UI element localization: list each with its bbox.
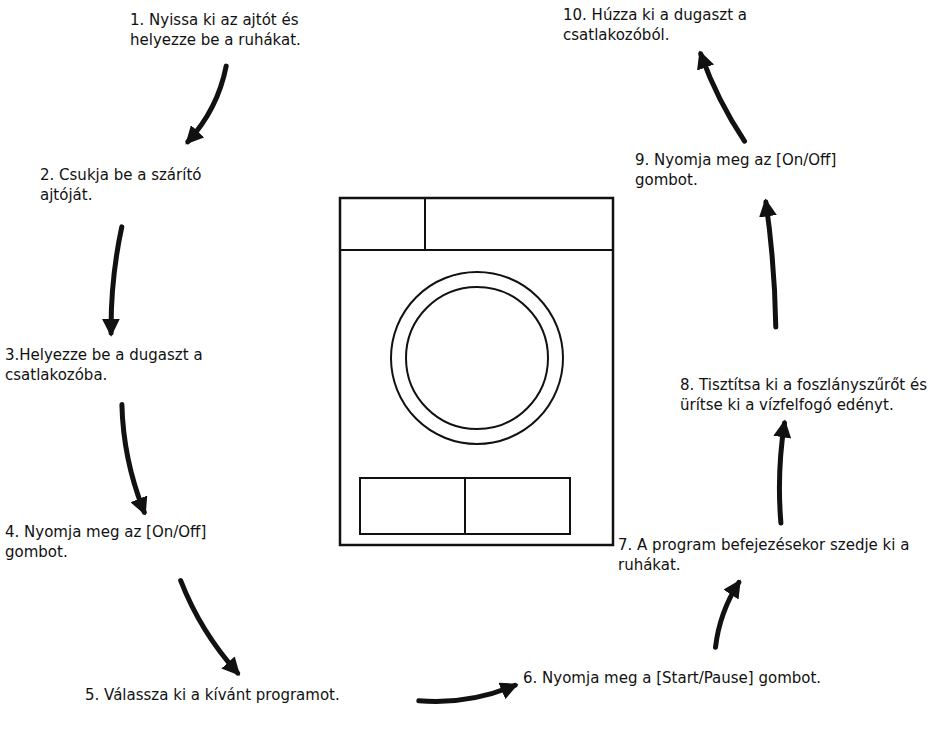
step-node: 10. Húzza ki a dugaszt a csatlakozóból. — [563, 5, 785, 45]
step-text: 10. Húzza ki a dugaszt a csatlakozóból. — [563, 5, 785, 45]
step-text: 4. Nyomja meg az [On/Off] gombot. — [5, 522, 233, 562]
bottom-panel-divider — [464, 478, 466, 534]
bottom-panel — [360, 478, 570, 534]
step-text: 6. Nyomja meg a [Start/Pause] gombot. — [523, 668, 893, 688]
dryer-body — [340, 198, 613, 545]
step-node: 3.Helyezze be a dugaszt a csatlakozóba. — [5, 345, 203, 385]
flow-arrow — [111, 227, 122, 333]
step-text: 8. Tisztítsa ki a foszlányszűrőt és ürít… — [680, 375, 942, 415]
flow-arrow — [779, 423, 784, 523]
flow-arrow — [766, 202, 776, 327]
step-text: 2. Csukja be a szárító ajtóját. — [40, 165, 240, 205]
step-text: 7. A program befejezésekor szedje ki a r… — [618, 535, 943, 575]
flow-arrow — [181, 581, 238, 673]
step-node: 7. A program befejezésekor szedje ki a r… — [618, 535, 943, 575]
control-panel-line — [340, 249, 613, 251]
step-node: 9. Nyomja meg az [On/Off] gombot. — [635, 150, 863, 190]
flow-arrow — [122, 405, 144, 513]
door-outer-ring — [391, 272, 563, 444]
door-glass — [406, 287, 548, 429]
step-text: 3.Helyezze be a dugaszt a csatlakozóba. — [5, 345, 203, 385]
step-node: 2. Csukja be a szárító ajtóját. — [40, 165, 240, 205]
flow-arrow — [716, 583, 739, 648]
step-node: 5. Válassza ki a kívánt programot. — [85, 685, 405, 705]
step-node: 6. Nyomja meg a [Start/Pause] gombot. — [523, 668, 893, 688]
step-text: 1. Nyissa ki az ajtót és helyezze be a r… — [130, 10, 352, 50]
flow-arrow — [419, 685, 515, 701]
flow-arrow — [701, 54, 745, 141]
step-node: 4. Nyomja meg az [On/Off] gombot. — [5, 522, 233, 562]
step-node: 8. Tisztítsa ki a foszlányszűrőt és ürít… — [680, 375, 942, 415]
panel-divider — [424, 198, 426, 250]
step-node: 1. Nyissa ki az ajtót és helyezze be a r… — [130, 10, 352, 50]
step-text: 5. Válassza ki a kívánt programot. — [85, 685, 405, 705]
step-text: 9. Nyomja meg az [On/Off] gombot. — [635, 150, 863, 190]
flow-arrow — [188, 66, 226, 142]
